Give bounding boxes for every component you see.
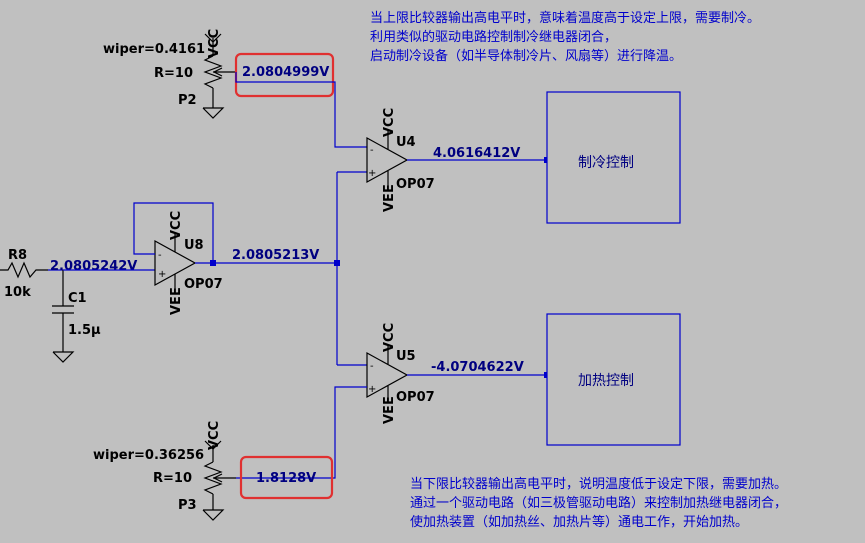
u4-vcc-label: VCC: [382, 108, 397, 137]
u4-vee-label: VEE: [382, 184, 397, 212]
svg-text:+: +: [368, 384, 376, 395]
heating-control-label: 加热控制: [578, 373, 634, 389]
u5-output-voltage: -4.0704622V: [431, 360, 524, 375]
upper-note-line-3: 启动制冷设备（如半导体制冷片、风扇等）进行降温。: [370, 48, 682, 64]
u4-model-label: OP07: [396, 177, 435, 192]
u8-model-label: OP07: [184, 277, 223, 292]
p2-to-u4-wire: [235, 72, 367, 148]
p3-vcc-label: VCC: [207, 421, 222, 450]
lower-note: 当下限比较器输出高电平时，说明温度低于设定下限，需要加热。 通过一个驱动电路（如…: [410, 476, 787, 530]
svg-text:-: -: [158, 250, 162, 261]
cooling-control-label: 制冷控制: [578, 155, 634, 171]
p3-wiper-label: wiper=0.36256: [93, 448, 204, 463]
u8-vcc-label: VCC: [169, 211, 184, 240]
upper-note-line-2: 利用类似的驱动电路控制制冷继电器闭合，: [370, 29, 617, 45]
buffer-output-voltage: 2.0805213V: [232, 248, 319, 263]
u4-name-label: U4: [396, 135, 416, 150]
opamp-u5[interactable]: - + VCC VEE U5 OP07: [366, 323, 435, 424]
c1-name-label: C1: [68, 291, 87, 306]
u5-name-label: U5: [396, 349, 416, 364]
upper-note: 当上限比较器输出高电平时，意味着温度高于设定上限，需要制冷。 利用类似的驱动电路…: [370, 10, 760, 64]
upper-note-line-1: 当上限比较器输出高电平时，意味着温度高于设定上限，需要制冷。: [370, 10, 760, 26]
r8-value-label: 10k: [4, 285, 31, 300]
p2-name-label: P2: [178, 93, 197, 108]
lower-note-line-1: 当下限比较器输出高电平时，说明温度低于设定下限，需要加热。: [410, 476, 787, 492]
r8-name-label: R8: [8, 248, 27, 263]
resistor-r8[interactable]: R8 10k: [0, 248, 48, 300]
lower-note-line-3: 使加热装置（如加热丝、加热片等）通电工作，开始加热。: [410, 514, 748, 530]
p2-vcc-label: VCC: [207, 29, 222, 58]
potentiometer-p2[interactable]: VCC wiper=0.4161 R=10 P2: [103, 29, 236, 119]
u5-vcc-label: VCC: [382, 323, 397, 352]
u5-vee-label: VEE: [382, 396, 397, 424]
u4-output-voltage: 4.0616412V: [433, 146, 520, 161]
u8-vee-label: VEE: [169, 287, 184, 315]
u5-model-label: OP07: [396, 390, 435, 405]
p2-r-label: R=10: [154, 66, 193, 81]
u8-feedback-wire: [133, 202, 214, 263]
svg-text:+: +: [368, 168, 376, 179]
p3-r-label: R=10: [153, 471, 192, 486]
svg-text:-: -: [370, 361, 374, 372]
p3-voltage-highlight: [239, 455, 334, 500]
capacitor-c1[interactable]: C1 1.5μ: [52, 270, 101, 363]
c1-value-label: 1.5μ: [68, 323, 101, 338]
potentiometer-p3[interactable]: VCC wiper=0.36256 R=10 P3: [93, 421, 236, 521]
p3-name-label: P3: [178, 498, 197, 513]
lower-note-line-2: 通过一个驱动电路（如三极管驱动电路）来控制加热继电器闭合，: [410, 495, 787, 511]
p3-to-u5-wire: [236, 386, 367, 479]
cooling-control-block[interactable]: 制冷控制: [546, 91, 681, 224]
u8-name-label: U8: [184, 238, 204, 253]
opamp-u4[interactable]: - + VCC VEE U4 OP07: [366, 108, 435, 212]
p3-voltage-label: 1.8128V: [256, 471, 316, 486]
svg-text:+: +: [158, 269, 166, 280]
heating-control-block[interactable]: 加热控制: [546, 313, 681, 446]
opamp-u8[interactable]: - + VCC VEE U8 OP07: [154, 211, 223, 315]
svg-text:-: -: [370, 145, 374, 156]
p2-voltage-label: 2.0804999V: [242, 65, 329, 80]
p2-wiper-label: wiper=0.4161: [103, 42, 205, 57]
